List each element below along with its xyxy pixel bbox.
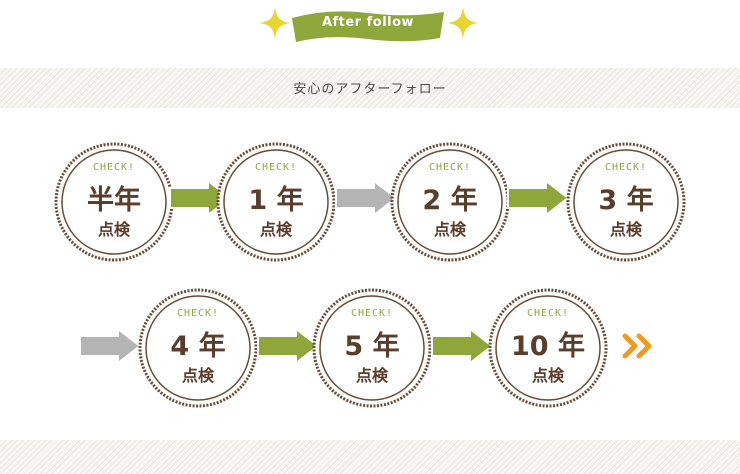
after-follow-banner: After follow xyxy=(288,6,448,46)
subtitle: 安心のアフターフォロー xyxy=(293,82,447,97)
arrow-right-icon xyxy=(507,180,570,216)
badge-year: 4 年 xyxy=(170,331,226,362)
double-chevron-right-icon xyxy=(622,333,652,359)
badge-label: 点検 xyxy=(433,220,466,239)
badge-label: 点検 xyxy=(259,220,292,239)
badge-year: 3 年 xyxy=(598,185,654,216)
check-label: CHECK! xyxy=(428,162,472,173)
arrow-right-icon xyxy=(257,328,320,364)
badge-10-year: CHECK! 10 年 点検 xyxy=(486,286,610,410)
badge-year: 2 年 xyxy=(422,185,478,216)
check-label: CHECK! xyxy=(254,162,298,173)
texture-band-top xyxy=(0,68,740,108)
badge-half-year: CHECK! 半年 点検 xyxy=(52,140,176,264)
banner-label: After follow xyxy=(321,15,415,30)
badge-year: 5 年 xyxy=(344,331,400,362)
badge-year: 10 年 xyxy=(511,331,585,362)
check-label: CHECK! xyxy=(176,308,220,319)
badge-1-year: CHECK! 1 年 点検 xyxy=(214,140,338,264)
arrow-right-icon xyxy=(335,180,398,216)
badge-label: 点検 xyxy=(609,220,642,239)
sparkle-icon xyxy=(447,7,479,39)
badge-label: 点検 xyxy=(181,366,214,385)
check-label: CHECK! xyxy=(604,162,648,173)
badge-year: 1 年 xyxy=(248,185,304,216)
badge-label: 点検 xyxy=(531,366,564,385)
badge-label: 点検 xyxy=(97,220,130,239)
check-label: CHECK! xyxy=(350,308,394,319)
badge-label: 点検 xyxy=(355,366,388,385)
arrow-right-icon xyxy=(431,328,494,364)
arrow-right-icon xyxy=(79,328,142,364)
texture-band-bottom xyxy=(0,440,740,474)
badge-4-year: CHECK! 4 年 点検 xyxy=(136,286,260,410)
check-label: CHECK! xyxy=(92,162,136,173)
badge-year: 半年 xyxy=(87,185,141,216)
badge-3-year: CHECK! 3 年 点検 xyxy=(564,140,688,264)
sparkle-icon xyxy=(259,7,291,39)
badge-2-year: CHECK! 2 年 点検 xyxy=(388,140,512,264)
badge-5-year: CHECK! 5 年 点検 xyxy=(310,286,434,410)
check-label: CHECK! xyxy=(526,308,570,319)
